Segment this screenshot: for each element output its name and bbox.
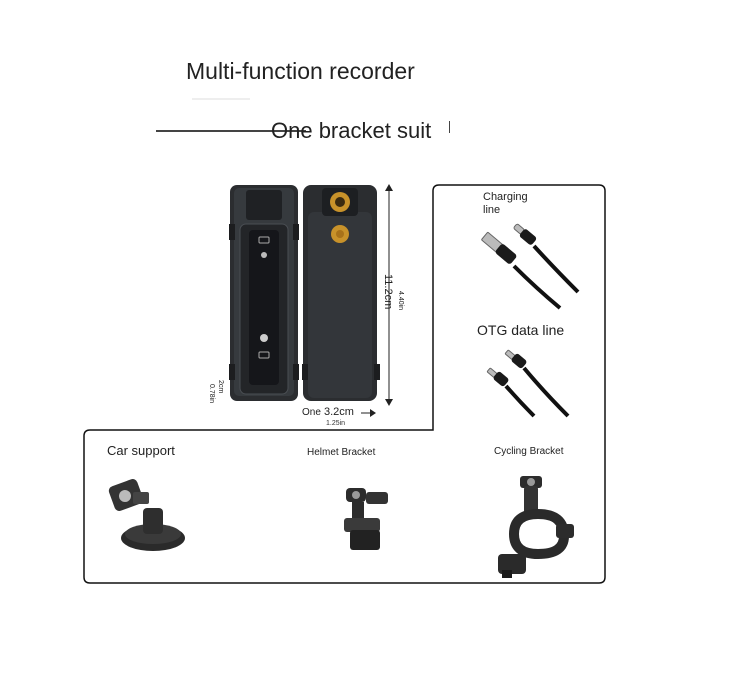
faint-divider bbox=[192, 98, 250, 100]
width-cm: 3.2cm bbox=[324, 406, 354, 418]
otg-line-label: OTG data line bbox=[477, 322, 565, 338]
width-arrow bbox=[361, 409, 376, 417]
depth-in: 0.78in bbox=[208, 384, 215, 404]
cycling-bracket-image bbox=[498, 476, 574, 578]
recorder-back bbox=[302, 185, 380, 401]
helmet-bracket-image bbox=[344, 488, 388, 550]
page-title: Multi-function recorder bbox=[186, 58, 415, 84]
charging-line-label-2: line bbox=[483, 204, 501, 216]
width-in: 1.25in bbox=[326, 420, 346, 427]
strike-line bbox=[156, 130, 306, 132]
height-dimension-line bbox=[385, 184, 393, 406]
car-support-image bbox=[108, 479, 185, 551]
page-subtitle: One bracket suit bbox=[271, 118, 432, 143]
charging-line-label-1: Charging bbox=[483, 191, 528, 203]
car-support-label: Car support bbox=[107, 443, 175, 458]
depth-cm: 2cm bbox=[217, 380, 224, 394]
width-prefix: One bbox=[302, 407, 321, 418]
charging-cable-image bbox=[481, 223, 580, 310]
height-in: 4.40in bbox=[397, 291, 404, 311]
height-cm: 11.2cm bbox=[382, 274, 394, 310]
otg-cable-image bbox=[486, 349, 570, 418]
recorder-front bbox=[229, 185, 299, 401]
cycling-bracket-label: Cycling Bracket bbox=[494, 446, 564, 457]
tick-mark bbox=[449, 121, 450, 133]
helmet-bracket-label: Helmet Bracket bbox=[307, 447, 376, 458]
